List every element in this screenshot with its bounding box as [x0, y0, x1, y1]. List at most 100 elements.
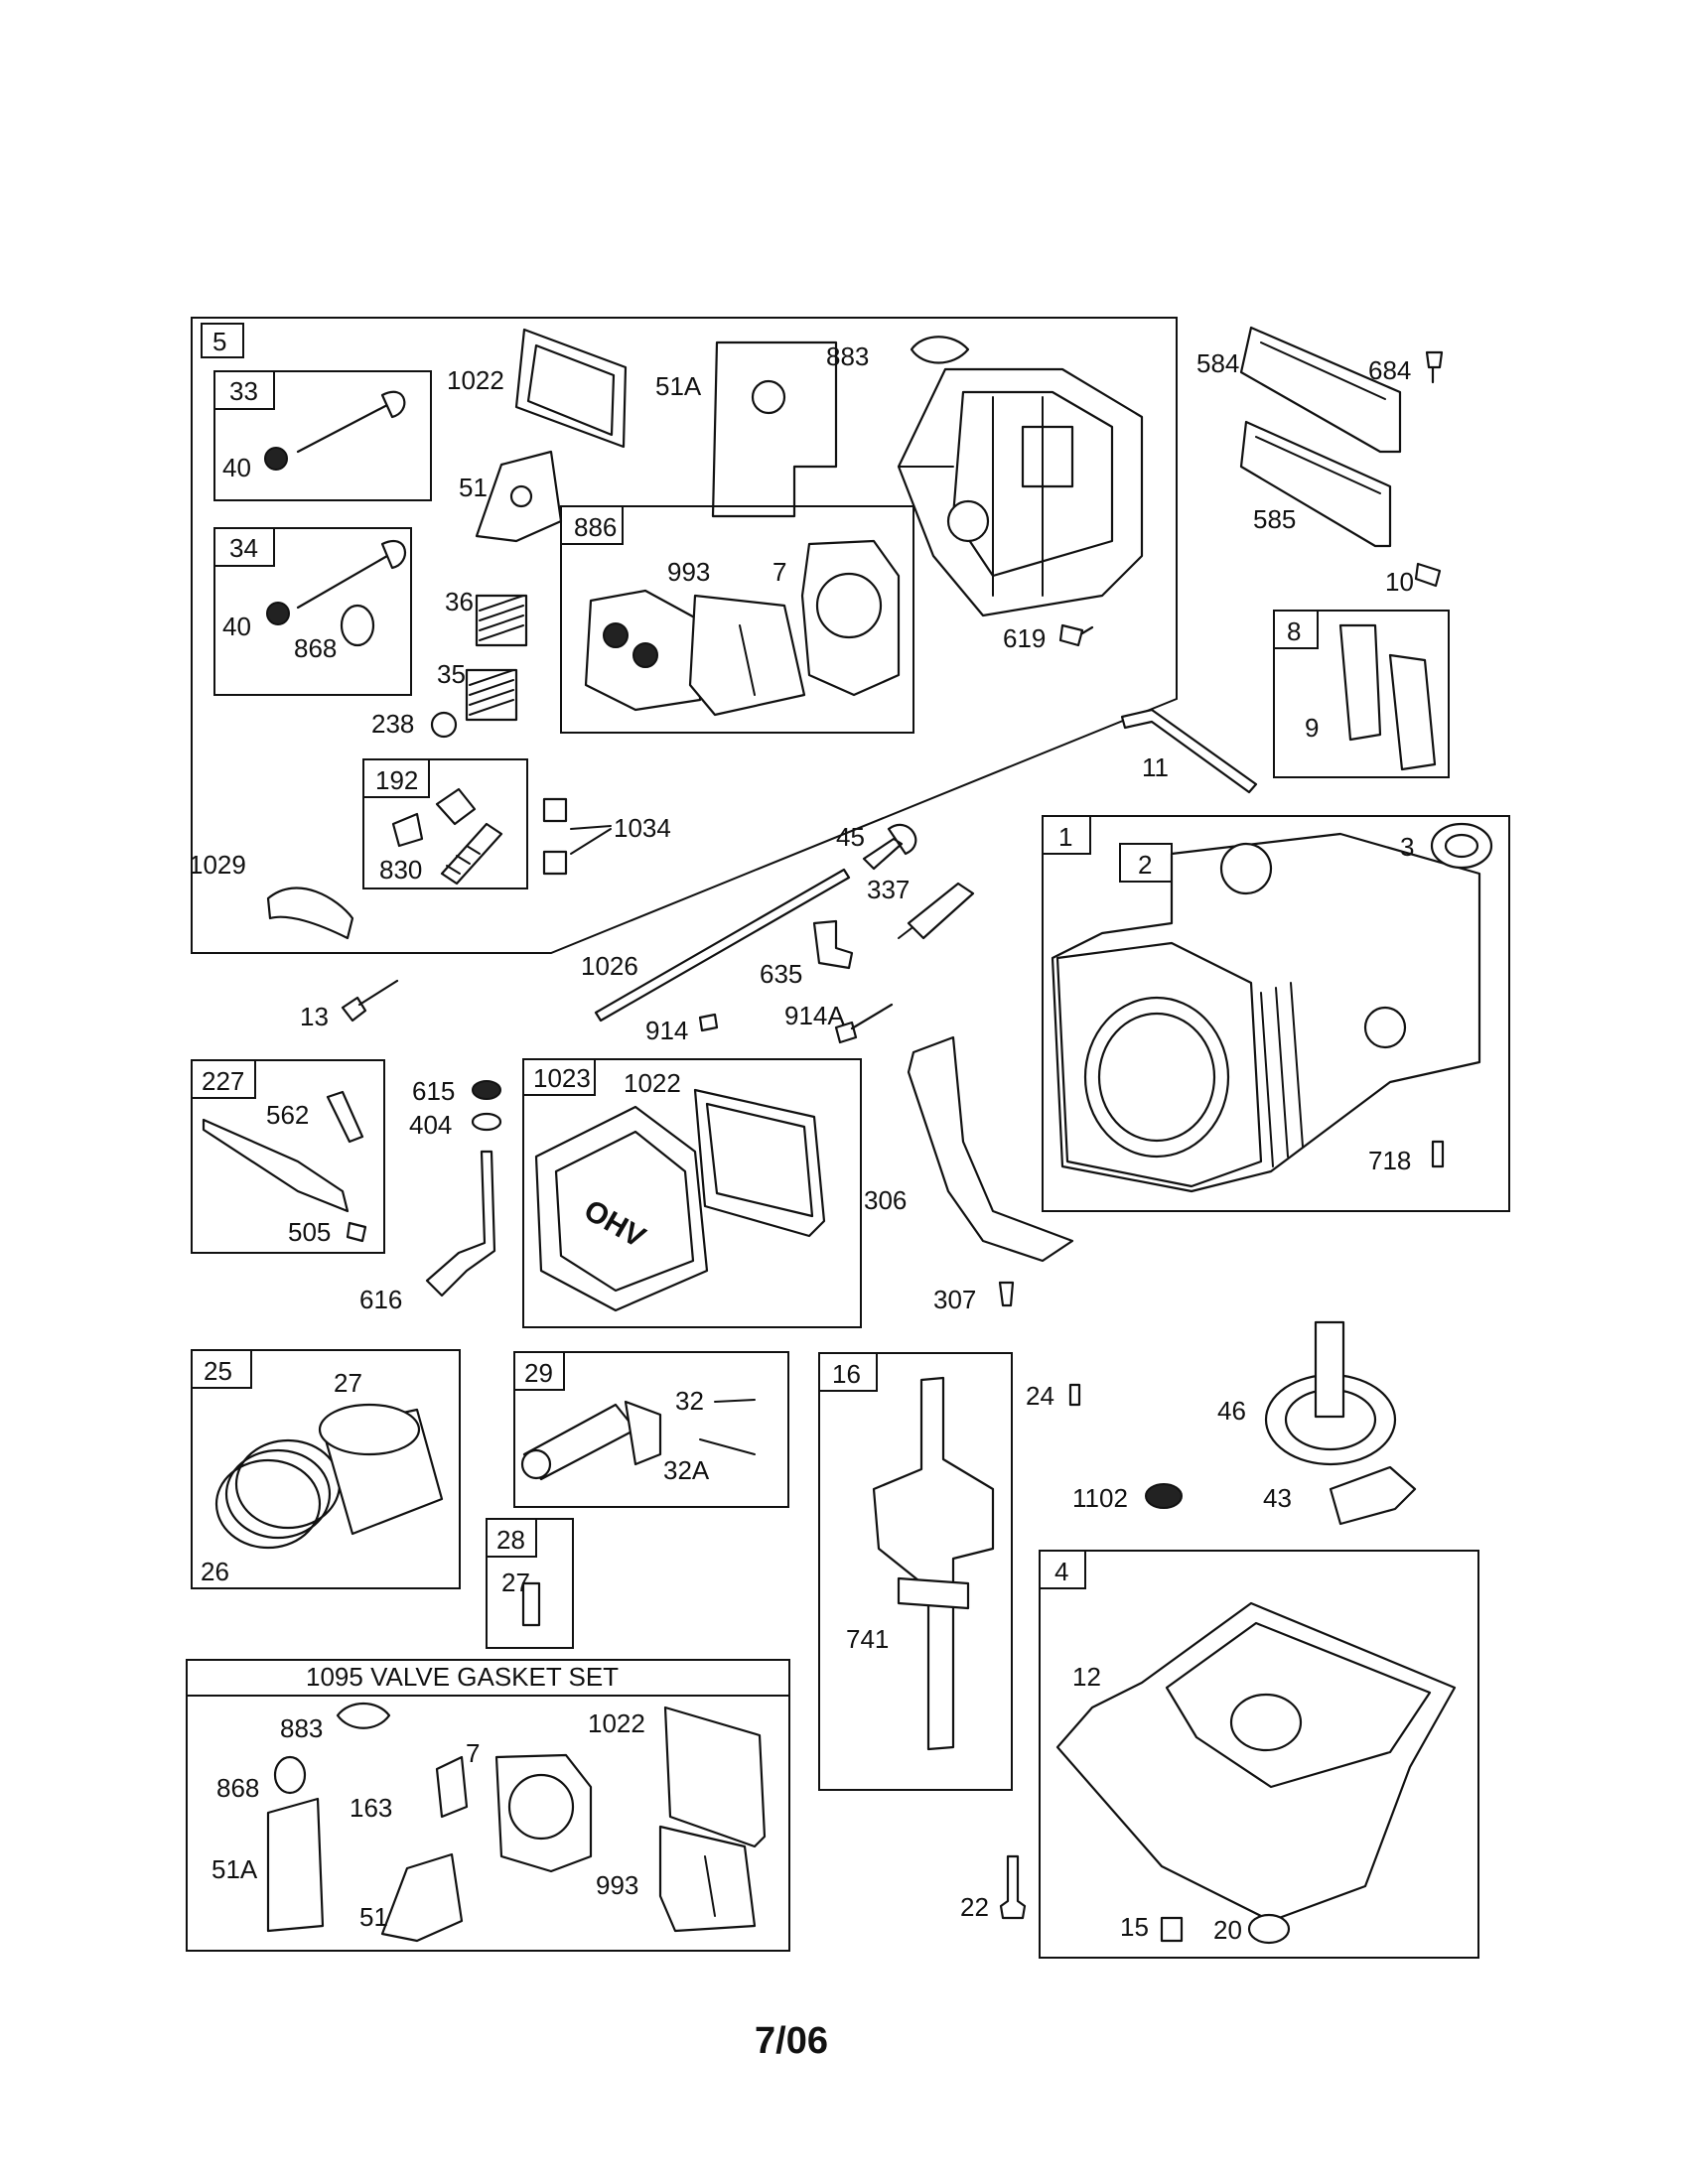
- group-16-box: [818, 1352, 1013, 1791]
- group-4-number: 4: [1054, 1557, 1068, 1586]
- label-32a: 32A: [663, 1455, 710, 1485]
- label-1026: 1026: [581, 951, 638, 981]
- label-619: 619: [1003, 623, 1046, 653]
- label-24: 24: [1026, 1381, 1054, 1411]
- group-4-box: [1039, 1550, 1479, 1959]
- screw-307-part: [998, 1281, 1015, 1307]
- fitting-635-part: [812, 919, 854, 970]
- group-1023-number: 1023: [533, 1063, 591, 1093]
- label-1102: 1102: [1072, 1483, 1128, 1513]
- group-34-box: [213, 527, 412, 696]
- group-29-box: [513, 1351, 789, 1508]
- label-616: 616: [359, 1285, 402, 1314]
- label-585: 585: [1253, 504, 1296, 534]
- tappet-45-part: [862, 823, 917, 871]
- label-11: 11: [1142, 752, 1169, 782]
- label-505: 505: [288, 1217, 331, 1247]
- dowel-24-part: [1068, 1383, 1081, 1407]
- group-886-number: 886: [574, 512, 617, 542]
- group-886-box: [560, 505, 914, 734]
- crankcase-cover-part: [1055, 1601, 1457, 1923]
- label-1022-cover: 1022: [624, 1068, 681, 1098]
- label-9: 9: [1305, 713, 1319, 743]
- label-883-set: 883: [280, 1713, 323, 1743]
- label-615: 615: [412, 1076, 455, 1106]
- group-29-number: 29: [524, 1358, 553, 1388]
- valve-gasket-set-parts: [266, 1703, 767, 1943]
- label-7-886: 7: [772, 557, 786, 587]
- group-5-number: 5: [212, 327, 226, 356]
- rocker-nut-1034-parts: [542, 797, 612, 876]
- label-1034: 1034: [614, 813, 671, 843]
- bolt-22-part: [999, 1854, 1027, 1920]
- breather-gasket-584-part: [1239, 326, 1402, 454]
- plug-15-part: [1160, 1916, 1184, 1943]
- group-33-box: [213, 370, 432, 501]
- cylinder-head-part: [897, 367, 1144, 617]
- group-8-box: [1273, 610, 1450, 778]
- label-635: 635: [760, 959, 802, 989]
- wrist-pin-part: [521, 1581, 541, 1627]
- group-25-tag: [191, 1349, 252, 1389]
- connecting-rod-parts: [520, 1399, 756, 1481]
- label-868-set: 868: [216, 1773, 259, 1803]
- governor-43-part: [1329, 1465, 1417, 1526]
- exhaust-valve-part: [266, 540, 406, 647]
- group-2-number: 2: [1138, 850, 1152, 880]
- label-7-set: 7: [466, 1738, 480, 1768]
- cover-gasket-1022-part: [693, 1088, 826, 1238]
- label-914: 914: [645, 1016, 688, 1045]
- push-rod-1026-part: [594, 868, 851, 1023]
- label-337: 337: [867, 875, 910, 904]
- bolt-13-part: [341, 979, 399, 1023]
- label-1022-set: 1022: [588, 1708, 645, 1738]
- label-883-top: 883: [826, 341, 869, 371]
- group-33-number: 33: [229, 376, 258, 406]
- label-684: 684: [1368, 355, 1411, 385]
- label-51a-set: 51A: [211, 1854, 258, 1884]
- label-1029: 1029: [189, 850, 246, 880]
- label-741: 741: [846, 1624, 889, 1654]
- screw-914-part: [698, 1013, 719, 1032]
- label-12: 12: [1072, 1662, 1101, 1692]
- label-40-a: 40: [222, 453, 251, 482]
- seal-20-part: [1247, 1913, 1291, 1945]
- label-1022-top: 1022: [447, 365, 504, 395]
- screw-684-part: [1425, 350, 1444, 384]
- seal-1102-part: [1145, 1483, 1183, 1509]
- label-51-set: 51: [359, 1902, 388, 1932]
- group-4-tag: [1039, 1550, 1086, 1589]
- label-51-top: 51: [459, 473, 488, 502]
- label-40-b: 40: [222, 612, 251, 641]
- valve-spring-36-part: [475, 594, 528, 647]
- group-1-box: [1042, 815, 1510, 1212]
- label-27-a: 27: [334, 1368, 362, 1398]
- governor-shaft-616-part: [425, 1150, 496, 1297]
- label-22: 22: [960, 1892, 989, 1922]
- group-33-tag: [213, 370, 275, 410]
- gasket-kit-886-parts: [584, 539, 901, 717]
- label-914a: 914A: [784, 1001, 845, 1030]
- label-26: 26: [201, 1557, 229, 1586]
- group-28-tag: [486, 1518, 537, 1558]
- valve-gasket-set-box: [186, 1659, 790, 1952]
- breather-gasket-585-part: [1239, 420, 1392, 548]
- label-404: 404: [409, 1110, 452, 1140]
- group-227-number: 227: [202, 1066, 244, 1096]
- piston-rings-parts: [214, 1403, 444, 1550]
- group-25-number: 25: [204, 1356, 232, 1386]
- group-28-number: 28: [496, 1525, 525, 1555]
- label-307: 307: [933, 1285, 976, 1314]
- heat-shield-51a-part: [711, 341, 838, 518]
- nut-615-part: [472, 1080, 501, 1100]
- cam-gear-46-part: [1264, 1320, 1397, 1466]
- group-5-outline: [191, 317, 1178, 954]
- label-20: 20: [1213, 1915, 1242, 1945]
- label-15: 15: [1120, 1912, 1149, 1942]
- label-718: 718: [1368, 1146, 1411, 1175]
- bolt-914a-part: [834, 1003, 894, 1044]
- label-993-886: 993: [667, 557, 710, 587]
- label-830: 830: [379, 855, 422, 885]
- group-227-tag: [191, 1059, 256, 1099]
